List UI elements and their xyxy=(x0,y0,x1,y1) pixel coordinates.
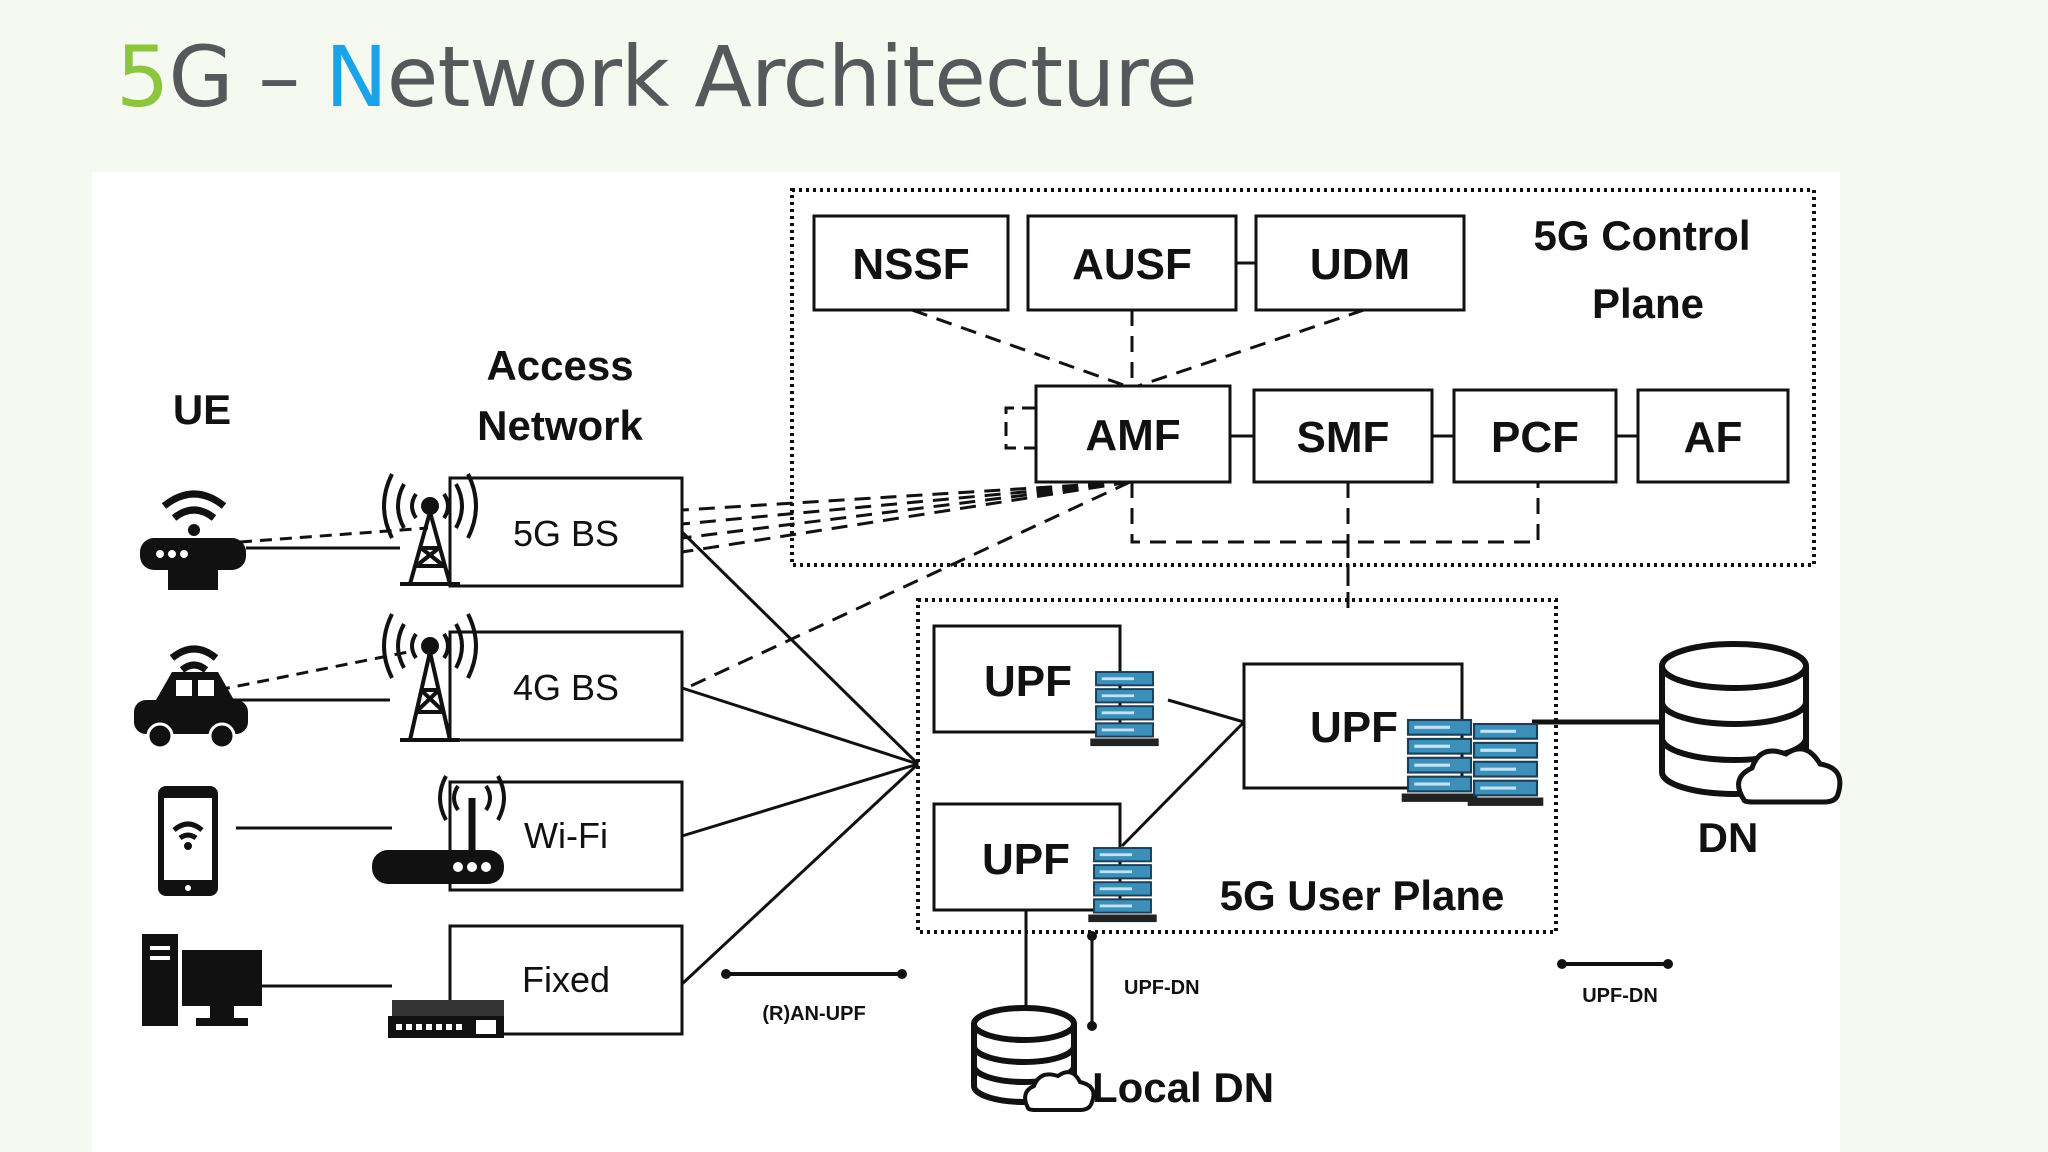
nf-udm: UDM xyxy=(1254,214,1466,312)
access-network-label: Access Network xyxy=(477,342,643,449)
nf-label-udm: UDM xyxy=(1310,240,1410,289)
user-plane-label: 5G User Plane xyxy=(1220,872,1505,919)
upf-label-top: UPF xyxy=(984,657,1072,706)
nf-label-nssf: NSSF xyxy=(852,240,969,289)
nf-ausf: AUSF xyxy=(1026,214,1238,312)
desktop-computer-icon xyxy=(142,934,262,1026)
nf-nssf: NSSF xyxy=(812,214,1010,312)
upf-label-bottom: UPF xyxy=(982,835,1070,884)
control-plane-label-line2: Plane xyxy=(1592,280,1704,327)
access-node-label-5g-bs: 5G BS xyxy=(513,513,619,554)
nf-label-af: AF xyxy=(1684,413,1743,462)
control-plane-label-line1: 5G Control xyxy=(1534,212,1751,259)
access-node-label-4g-bs: 4G BS xyxy=(513,667,619,708)
wifi-router-icon xyxy=(140,490,246,590)
upf-node-bottom: UPF xyxy=(932,802,1122,912)
server-rack-icon xyxy=(1088,670,1161,748)
legend-ran-upf: (R)AN-UPF xyxy=(721,969,907,1025)
wifi-access-point-icon xyxy=(372,775,506,884)
legend-upf-dn-right: UPF-DN xyxy=(1557,959,1673,1007)
ue-radio-links xyxy=(217,526,429,692)
nf-label-amf: AMF xyxy=(1085,411,1180,460)
server-rack-icon xyxy=(1400,718,1479,804)
cloud-icon xyxy=(1023,1070,1096,1112)
access-node-5g-bs: 5G BS xyxy=(448,476,684,588)
upf-label-main: UPF xyxy=(1310,703,1398,752)
nf-smf: SMF xyxy=(1252,388,1434,484)
legend-label-ran-upf: (R)AN-UPF xyxy=(762,1003,865,1025)
server-rack-icon xyxy=(1086,846,1159,924)
access-node-4g-bs: 4G BS xyxy=(448,630,684,742)
access-network-label-line2: Network xyxy=(477,402,643,449)
title-accent-five: 5 xyxy=(116,28,169,126)
nf-pcf: PCF xyxy=(1452,388,1618,484)
solid-links xyxy=(222,530,1660,1026)
dn-label: DN xyxy=(1698,814,1759,861)
access-network-label-line1: Access xyxy=(486,342,633,389)
legend-upf-dn-center: UPF-DN xyxy=(1087,931,1200,1031)
nf-label-ausf: AUSF xyxy=(1072,240,1192,289)
car-icon xyxy=(134,645,248,750)
smartphone-icon xyxy=(158,786,218,896)
title-segment-g: G – xyxy=(168,28,325,126)
server-rack-icon xyxy=(1466,722,1545,808)
access-node-label-wifi: Wi-Fi xyxy=(524,815,608,856)
slide-title: 5G – Network Architecture xyxy=(116,22,1198,132)
nf-af: AF xyxy=(1636,388,1790,484)
legend-label-upf-dn-center: UPF-DN xyxy=(1124,977,1200,999)
upf-node-top: UPF xyxy=(932,624,1122,734)
network-switch-icon xyxy=(388,1000,504,1038)
access-node-label-fixed: Fixed xyxy=(522,959,610,1000)
nf-label-pcf: PCF xyxy=(1491,413,1579,462)
ue-label: UE xyxy=(173,386,231,433)
legend-label-upf-dn-right: UPF-DN xyxy=(1582,985,1658,1007)
nf-amf: AMF xyxy=(1034,384,1232,484)
control-plane-boundary xyxy=(790,188,1816,567)
cell-tower-icon xyxy=(382,473,478,586)
nf-label-smf: SMF xyxy=(1297,413,1390,462)
local-dn-label: Local DN xyxy=(1092,1064,1274,1111)
title-accent-n: N xyxy=(324,28,388,126)
cell-tower-icon xyxy=(382,613,478,742)
control-plane-label: 5G Control Plane xyxy=(1534,212,1751,327)
title-segment-rest: etwork Architecture xyxy=(386,28,1198,126)
control-plane-links xyxy=(681,308,1540,692)
cloud-icon xyxy=(1736,746,1843,805)
